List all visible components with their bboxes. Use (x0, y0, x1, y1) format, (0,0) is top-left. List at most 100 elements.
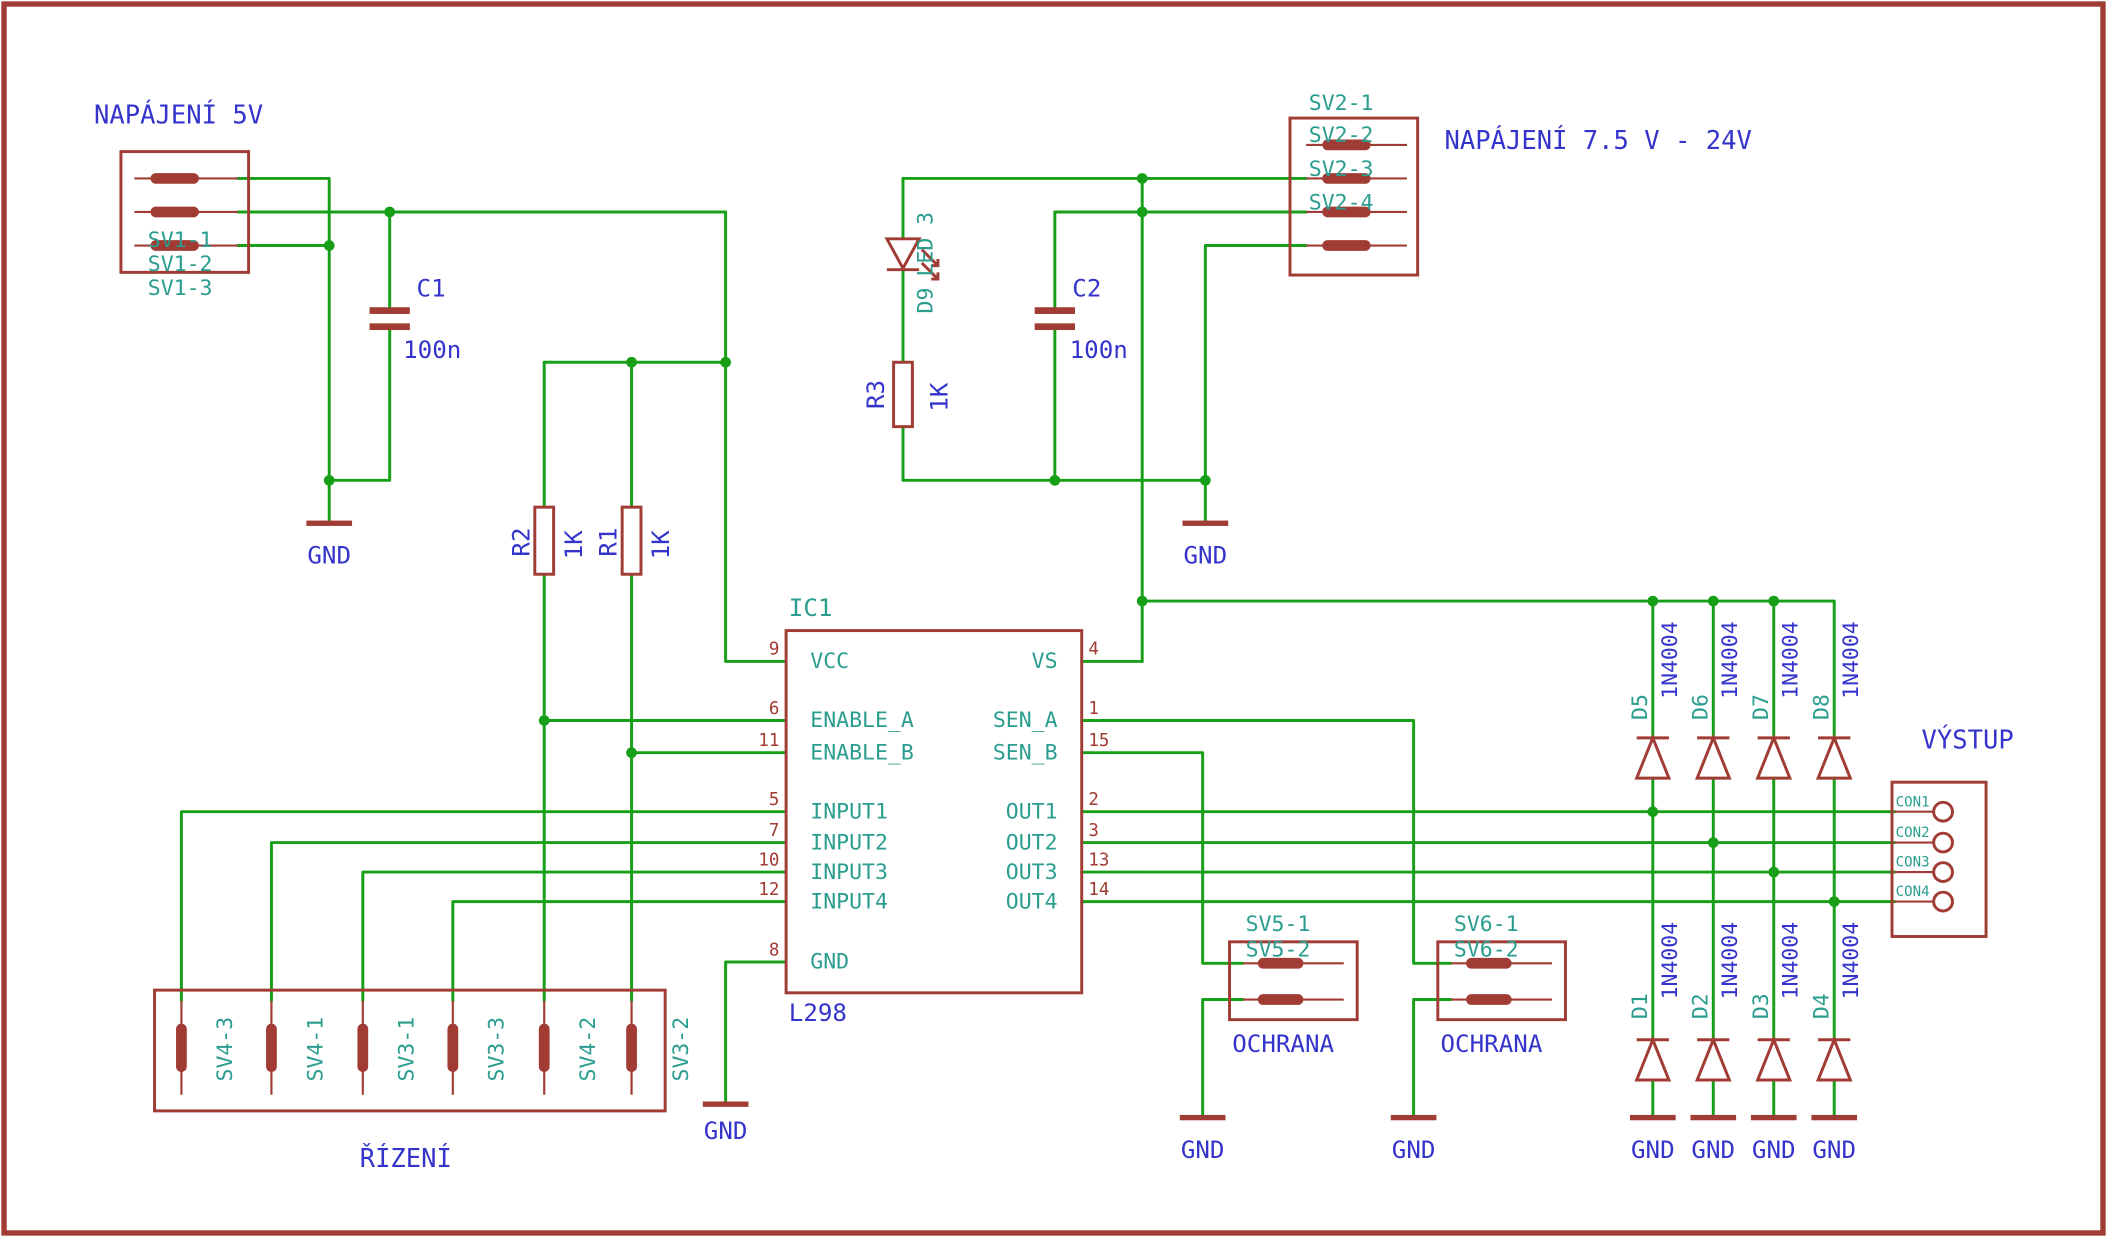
resistor-body (620, 505, 643, 576)
connector-sv5: SV5-1 SV5-2 OCHRANA (1228, 912, 1359, 1058)
pin-contact (538, 1023, 550, 1072)
cap-plate (1034, 323, 1075, 331)
wire (1203, 244, 1308, 523)
d2-name: D2 (1689, 993, 1714, 1019)
gnd-bar (1690, 1114, 1737, 1121)
pin-name: INPUT1 (810, 799, 888, 824)
pin-name: VCC (810, 649, 849, 674)
gnd-bar (1811, 1114, 1858, 1121)
con4-label: CON4 (1896, 884, 1930, 900)
pin-contact (150, 173, 199, 184)
led-emission-arrow (920, 261, 940, 281)
ic1-l298: IC1 L298 9 VCC 6 ENABLE_A 11 ENABLE_B 5 … (758, 594, 1109, 1027)
junction-dot (538, 715, 550, 726)
junction-dot (1768, 866, 1780, 878)
d3-name: D3 (1749, 993, 1774, 1019)
sv2-pin3-label: SV2-3 (1309, 157, 1374, 182)
gnd-label: GND (1752, 1136, 1796, 1164)
diode-d1: D1 1N4004 (1628, 922, 1683, 1082)
gnd-bar (1750, 1114, 1797, 1121)
d6-name: D6 (1689, 694, 1714, 720)
pin-number: 2 (1088, 790, 1099, 810)
resistor-body (892, 360, 914, 429)
pin-contact (1257, 957, 1304, 969)
gnd-label: GND (307, 542, 351, 570)
gnd-symbols: GND GND GND GND GND GND GND GND GND (306, 520, 1858, 1164)
rizeni-pin-label: SV3-3 (485, 1017, 510, 1082)
rizeni-pin-label: SV4-3 (213, 1017, 238, 1082)
diode-d8: D8 1N4004 (1810, 621, 1864, 780)
d8-value: 1N4004 (1839, 621, 1864, 699)
connector-rizeni: SV4-3 SV4-1 SV3-1 SV3-3 SV4-2 SV3-2 ŘÍZE… (153, 988, 694, 1174)
d4-name: D4 (1810, 993, 1835, 1019)
diode-triangle (1634, 733, 1672, 780)
con3-label: CON3 (1896, 855, 1930, 871)
pin-number: 7 (769, 821, 780, 841)
d5-value: 1N4004 (1658, 621, 1683, 699)
gnd-bar (1390, 1114, 1437, 1121)
diode-d7: D7 1N4004 (1749, 621, 1804, 780)
led-triangle (884, 237, 922, 272)
pin-contact (447, 1023, 459, 1072)
pin-contact (1322, 206, 1371, 218)
diode-d5: D5 1N4004 (1628, 621, 1683, 780)
resistor-r3: R3 1K (862, 360, 953, 429)
diode-triangle (1755, 1035, 1793, 1082)
pin-name: OUT4 (1006, 889, 1058, 914)
wire (236, 176, 331, 525)
pin-number: 3 (1088, 821, 1099, 841)
connector-vystup: VÝSTUP CON1 CON2 CON3 CON4 (1890, 726, 2014, 938)
pin-name: OUT2 (1006, 830, 1058, 855)
gnd-label: GND (704, 1117, 748, 1145)
capacitor-c1: C1 100n (369, 275, 461, 364)
sv5-pin1-label: SV5-1 (1246, 912, 1311, 937)
junction-dot (1768, 595, 1780, 607)
gnd-bar (1179, 1114, 1226, 1121)
pin-contact (626, 1023, 637, 1072)
resistor-body (533, 505, 556, 576)
gnd-bar (1182, 520, 1229, 526)
junction-dot (1647, 806, 1659, 818)
sv2-pin4-label: SV2-4 (1309, 190, 1374, 215)
led-emission-arrow (920, 248, 940, 268)
d7-value: 1N4004 (1779, 621, 1804, 699)
pin-pad (1932, 890, 1954, 913)
gnd-bar (702, 1101, 749, 1107)
diode-d2: D2 1N4004 (1689, 922, 1743, 1082)
pin-name: ENABLE_A (810, 708, 914, 733)
junction-dot (1707, 595, 1719, 607)
rizeni-box (153, 988, 667, 1113)
connector-sv1: NAPÁJENÍ 5V SV1-1 SV1-2 SV1-3 (94, 100, 263, 301)
d9-name: D9 (913, 288, 938, 314)
d4-value: 1N4004 (1839, 922, 1864, 1000)
ic1-box (784, 629, 1084, 995)
pin-contact (1257, 994, 1304, 1005)
rizeni-pin-label: SV3-2 (669, 1017, 694, 1082)
pin-number: 10 (758, 850, 779, 870)
junction-dot (1707, 837, 1719, 848)
pin-number: 12 (758, 880, 779, 900)
pin-pad (1932, 831, 1954, 854)
diode-d6: D6 1N4004 (1689, 621, 1743, 780)
pin-name: VS (1032, 649, 1058, 674)
pin-contact (266, 1023, 277, 1072)
wire (361, 870, 788, 1003)
d1-name: D1 (1628, 993, 1653, 1019)
diode-d3: D3 1N4004 (1749, 922, 1804, 1082)
pin-number: 9 (769, 640, 780, 660)
r2-value: 1K (560, 530, 588, 560)
junction-dot (1199, 474, 1211, 486)
junction-dot (626, 356, 637, 368)
sv6-pin1-label: SV6-1 (1454, 912, 1519, 937)
ic1-name: IC1 (789, 594, 833, 622)
connector-sv2: NAPÁJENÍ 7.5 V - 24V SV2-1 SV2-2 SV2-3 S… (1288, 91, 1752, 277)
c2-value: 100n (1070, 336, 1128, 364)
pin-contact (1322, 173, 1371, 184)
diode-triangle (1815, 1035, 1853, 1082)
led-d9: LED 3 D9 (884, 212, 940, 314)
r1-name: R1 (595, 527, 623, 556)
pin-pad (1932, 861, 1954, 883)
gnd-label: GND (1181, 1136, 1225, 1164)
gnd-label: GND (1184, 542, 1228, 570)
gnd-bar (1629, 1114, 1676, 1121)
